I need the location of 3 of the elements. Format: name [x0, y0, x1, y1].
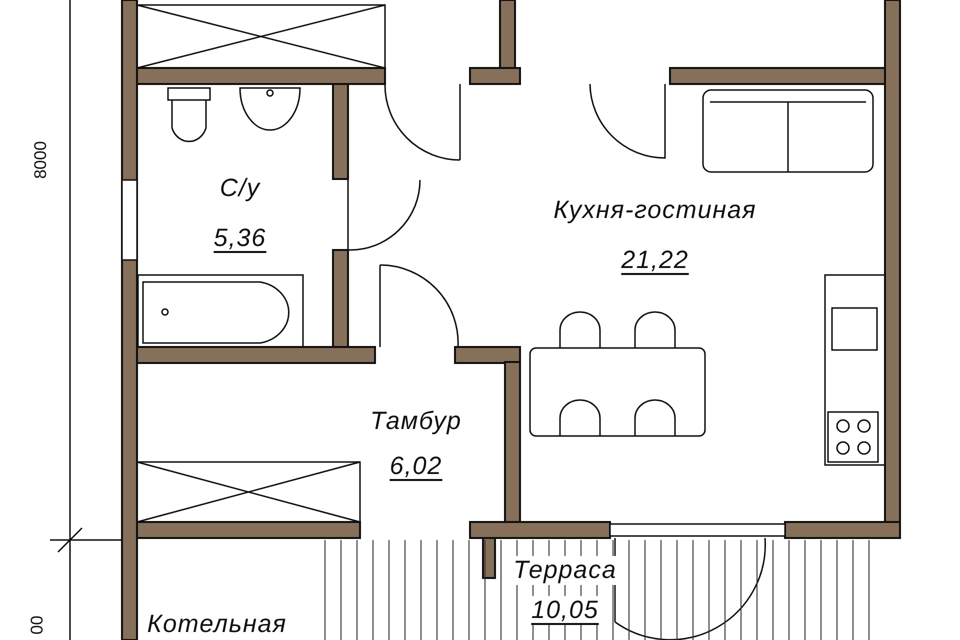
room-area: 10,05: [528, 596, 602, 625]
dimension-value: 00: [27, 616, 48, 634]
dimension-value: 8000: [30, 141, 51, 179]
